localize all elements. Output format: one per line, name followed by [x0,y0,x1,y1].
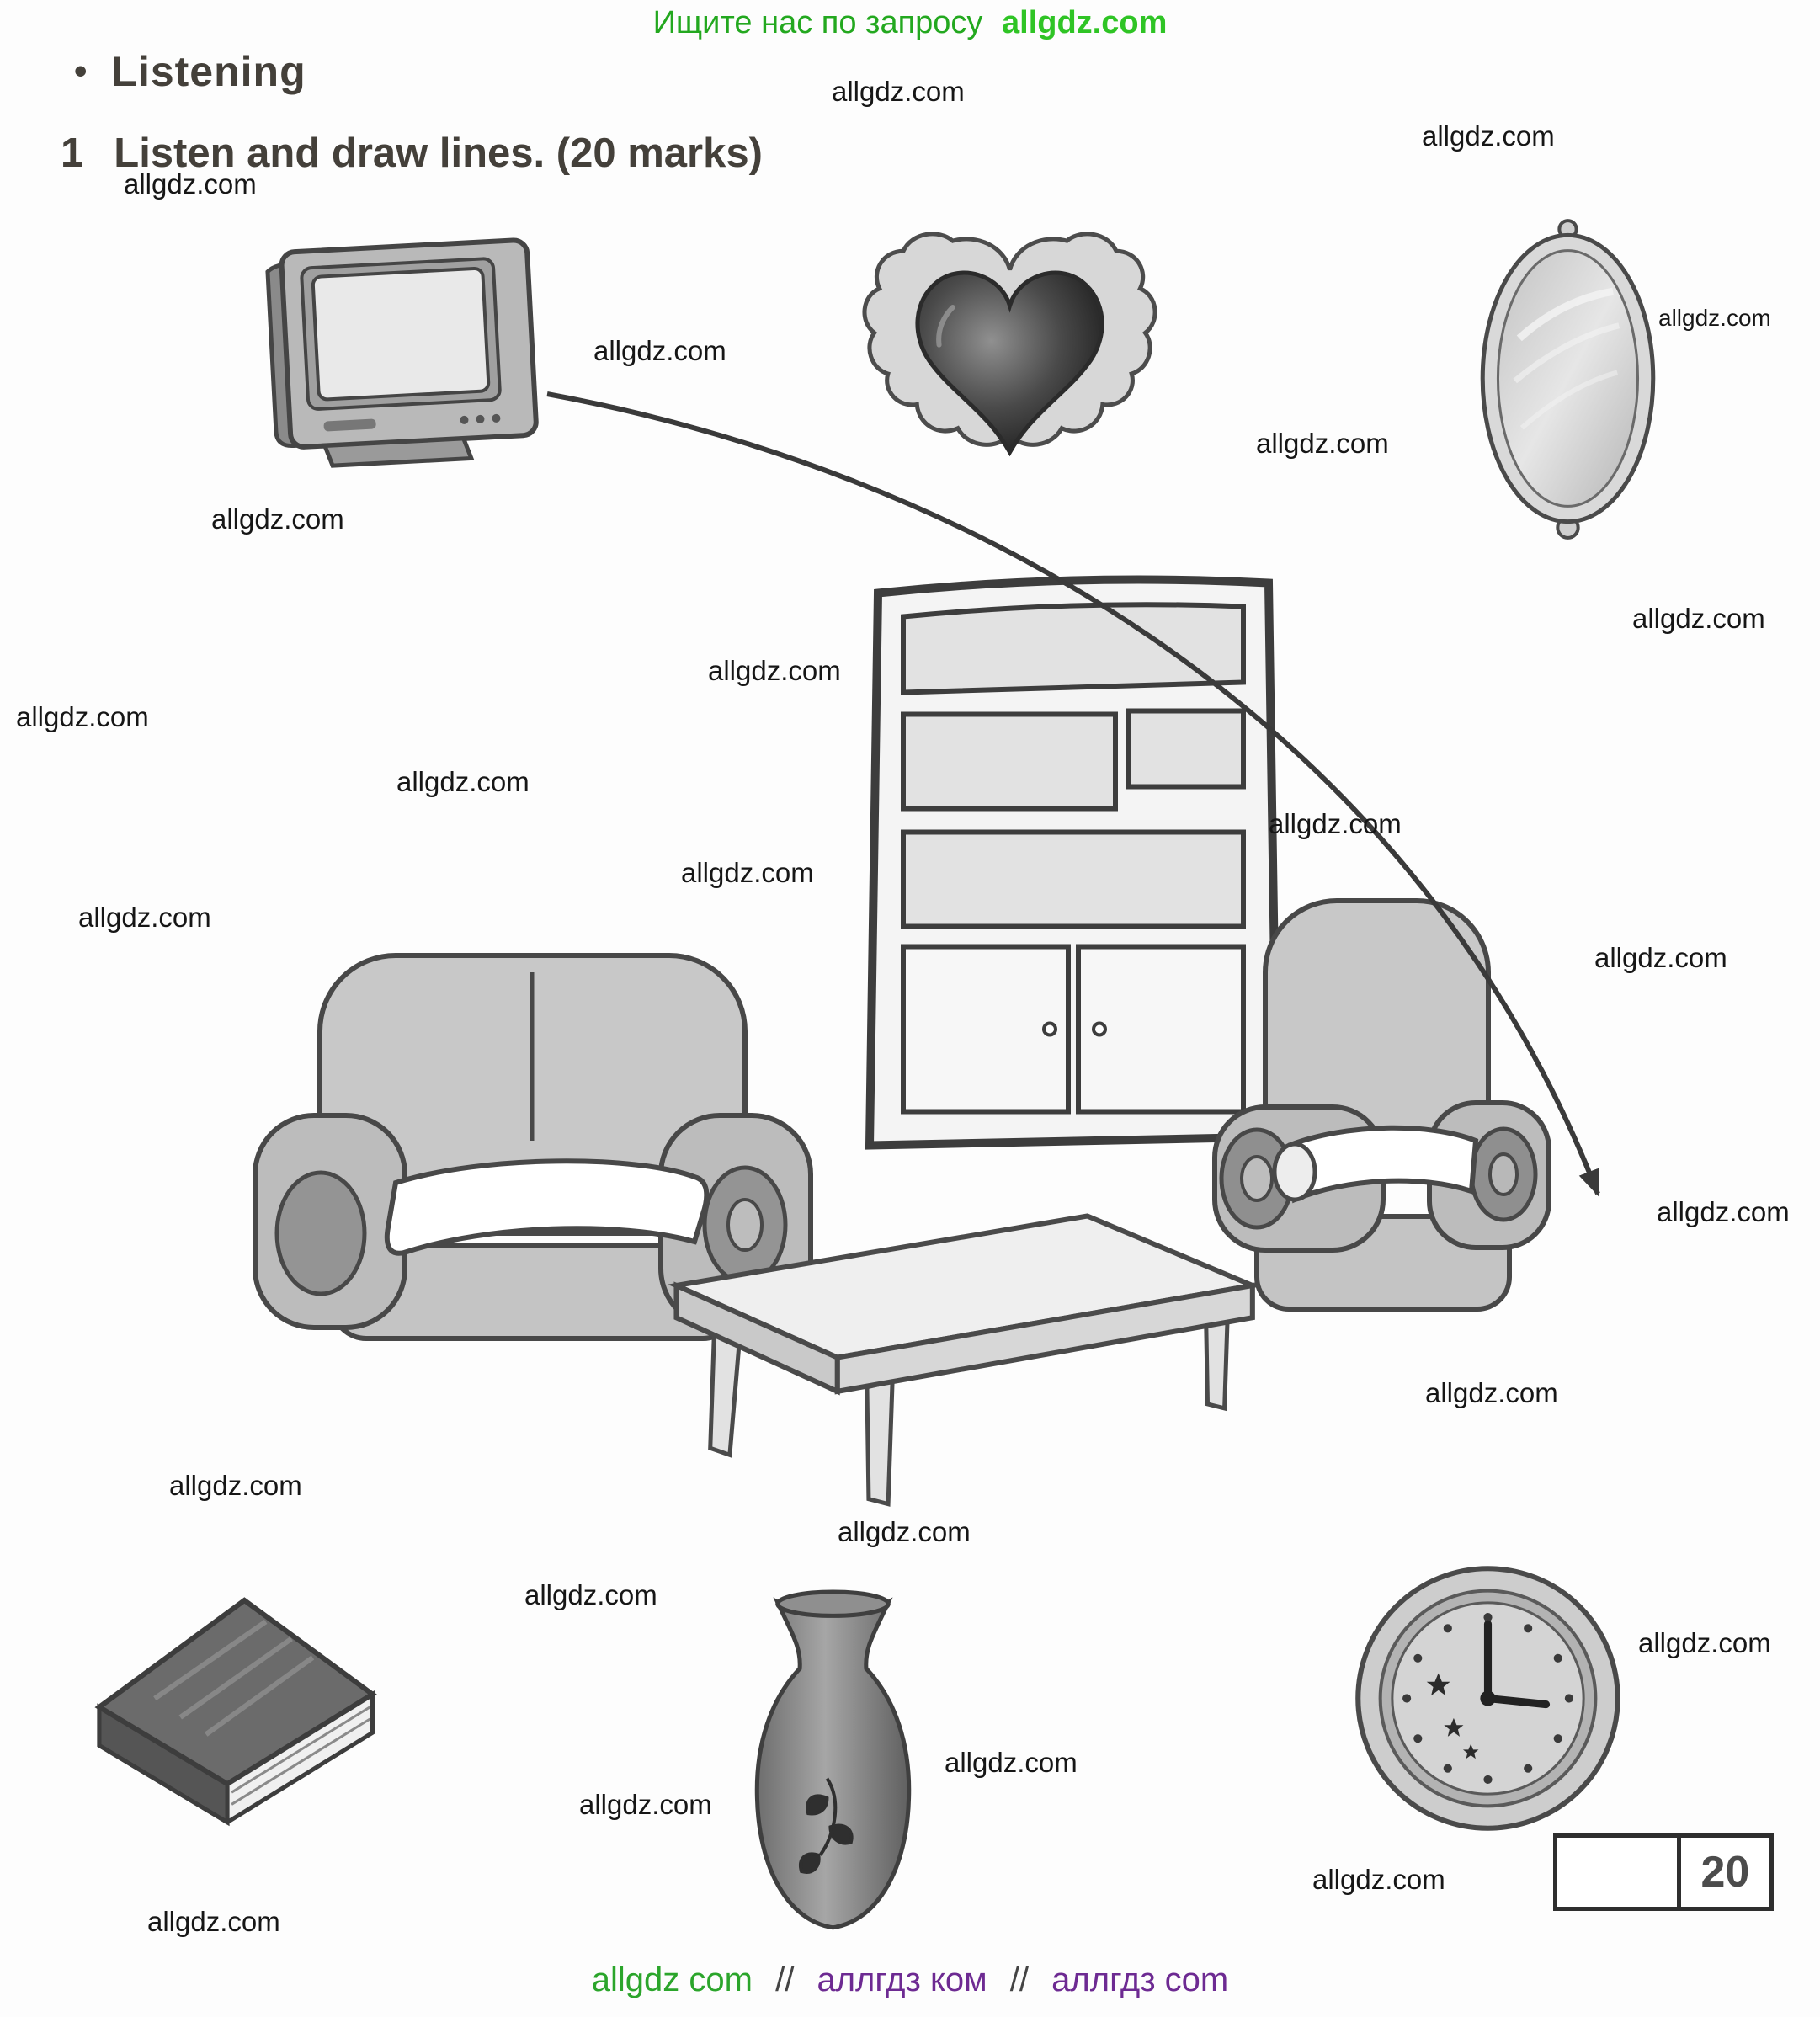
coffee-table-illustration [613,1183,1274,1511]
task-number: 1 [61,130,84,176]
watermark: allgdz.com [124,168,257,200]
book-illustration [51,1536,396,1839]
watermark: allgdz.com [1658,305,1771,331]
watermark: allgdz.com [169,1470,302,1501]
watermark: allgdz.com [1422,120,1555,152]
clock-illustration [1343,1557,1633,1839]
watermark: allgdz.com [593,335,726,366]
oval-mirror-illustration [1471,210,1665,547]
footer-part-3: аллгдз com [1051,1961,1229,1998]
score-box-empty-cell [1557,1838,1681,1907]
watermark: allgdz.com [1657,1196,1790,1227]
watermark: allgdz.com [1425,1377,1558,1408]
watermark: allgdz.com [78,902,211,933]
footer-part-2: аллгдз ком [817,1961,987,1998]
watermark: allgdz.com [1269,808,1402,839]
footer-separator-2: // [1009,1961,1030,1998]
top-banner: Ищите нас по запросу allgdz.com [0,5,1820,41]
banner-prefix: Ищите нас по запросу [652,5,983,40]
score-box: 20 [1553,1833,1774,1911]
task-instruction: 1 Listen and draw lines. (20 marks) [61,130,763,177]
watermark: allgdz.com [1632,603,1765,634]
watermark: allgdz.com [945,1747,1078,1778]
watermark: allgdz.com [1594,942,1727,973]
section-heading: • Listening [74,47,306,96]
banner-site: allgdz.com [1002,5,1168,40]
watermark: allgdz.com [524,1579,657,1610]
watermark: allgdz.com [832,76,965,107]
footer-part-1: allgdz com [591,1961,753,1998]
footer-separator-1: // [775,1961,795,1998]
watermark: allgdz.com [211,503,344,535]
score-box-value: 20 [1700,1848,1750,1897]
watermark: allgdz.com [147,1906,280,1937]
watermark: allgdz.com [838,1516,971,1547]
bullet-icon: • [74,51,88,92]
vase-illustration [726,1587,940,1945]
watermark: allgdz.com [1638,1627,1771,1658]
watermark: allgdz.com [16,701,149,732]
television-illustration [240,215,551,492]
watermark: allgdz.com [579,1789,712,1820]
watermark: allgdz.com [1256,428,1389,459]
heart-frame-illustration [829,181,1183,497]
section-title: Listening [111,48,306,95]
watermark: allgdz.com [681,857,814,888]
footer-links: allgdz com // аллгдз ком // аллгдз com [0,1961,1820,1999]
task-text: Listen and draw lines. (20 marks) [114,130,763,176]
watermark: allgdz.com [1312,1864,1445,1895]
watermark: allgdz.com [708,655,841,686]
watermark: allgdz.com [396,766,530,797]
